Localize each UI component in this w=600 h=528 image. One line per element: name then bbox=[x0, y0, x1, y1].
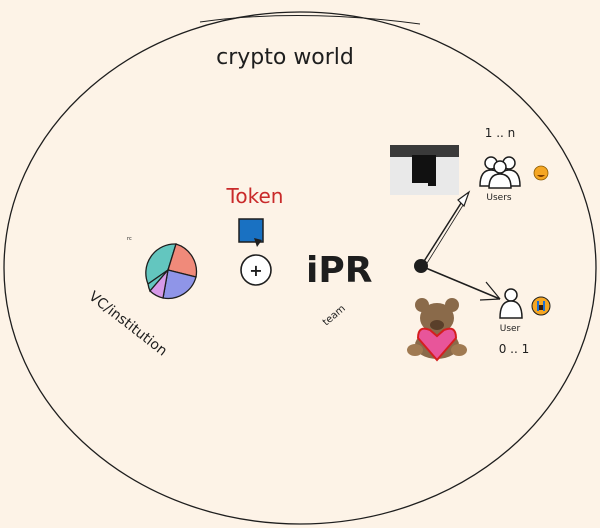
ellipse-sketch-stroke bbox=[199, 14, 421, 25]
pie-tiny-label: rc bbox=[127, 236, 132, 242]
arrow-head-open bbox=[479, 281, 501, 301]
token-label: Token bbox=[226, 184, 284, 208]
pie-slice-teal bbox=[145, 243, 177, 285]
arrow-down-icon bbox=[254, 238, 262, 247]
ipr-label: iPR bbox=[306, 250, 372, 291]
users-group-icon bbox=[479, 156, 521, 189]
user-cardinality: 0 .. 1 bbox=[499, 342, 530, 356]
pie-slice-red bbox=[167, 243, 198, 278]
crypto-world-ellipse bbox=[3, 11, 597, 525]
token-square bbox=[238, 218, 264, 243]
vc-institution-label: VC/institution bbox=[86, 289, 170, 360]
laughing-emoji-icon bbox=[533, 165, 549, 181]
teddy-bear-heart-image bbox=[407, 298, 467, 362]
user-label: User bbox=[500, 324, 521, 334]
users-label: Users bbox=[486, 193, 512, 203]
plus-icon: + bbox=[249, 261, 262, 280]
arrow-to-users bbox=[420, 199, 464, 267]
user-icon bbox=[499, 288, 523, 319]
users-cardinality: 1 .. n bbox=[485, 126, 516, 140]
photo-image bbox=[390, 145, 459, 195]
title: crypto world bbox=[216, 45, 354, 70]
pie-slice-blue bbox=[162, 269, 197, 300]
crying-emoji-icon bbox=[531, 296, 551, 316]
pie-slice-purple bbox=[149, 267, 170, 299]
arrow-head-hollow bbox=[457, 190, 471, 208]
plus-circle bbox=[240, 254, 272, 286]
pie-chart-sketch bbox=[145, 243, 198, 300]
arrow-to-user bbox=[420, 265, 501, 300]
team-label: team bbox=[321, 303, 348, 328]
arrow-to-users-double bbox=[423, 201, 466, 269]
